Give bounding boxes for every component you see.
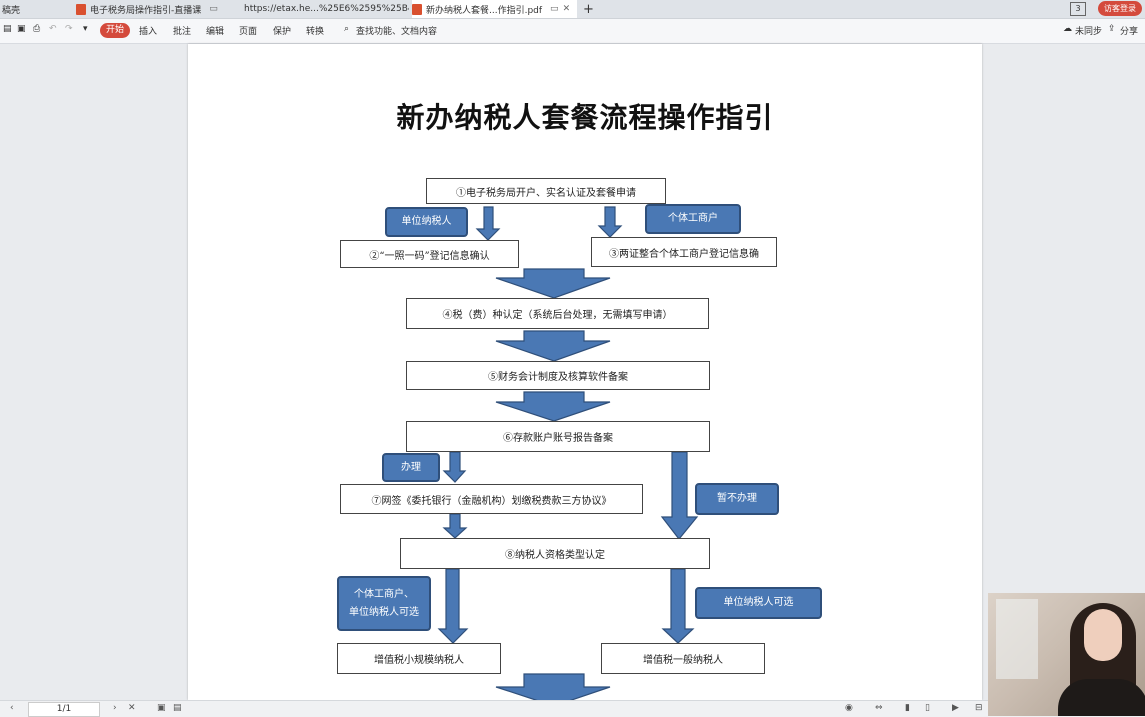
tag-individual-business: 个体工商户 <box>645 204 741 234</box>
background-window <box>996 599 1038 679</box>
arrow-big-down <box>495 268 611 299</box>
tab-guide-live[interactable]: 电子税务局操作指引-直播课 ▭ <box>76 0 226 18</box>
file-icon[interactable]: ▤ <box>3 24 12 34</box>
presenter-face <box>1084 609 1122 661</box>
search-input[interactable]: 查找功能、文档内容 <box>356 27 438 37</box>
tag-unit-taxpayer: 单位纳税人 <box>385 207 468 237</box>
tab-count-badge[interactable]: 3 <box>1070 2 1086 16</box>
step-5-box: ⑤财务会计制度及核算软件备案 <box>406 361 710 390</box>
step-6-box: ⑥存款账户账号报告备案 <box>406 421 710 452</box>
step-4-box: ④税（费）种认定（系统后台处理，无需填写申请） <box>406 298 709 329</box>
step-2-box: ②“一照一码”登记信息确认 <box>340 240 519 268</box>
page-number-input[interactable]: 1/1 <box>28 702 100 717</box>
share-button[interactable]: 分享 <box>1120 27 1139 37</box>
presenter-body <box>1058 679 1145 716</box>
tag-line: 单位纳税人可选 <box>349 606 419 618</box>
tag-optional-individual-unit: 个体工商户、 单位纳税人可选 <box>337 576 431 631</box>
arrow-down <box>660 451 699 540</box>
step-7-box: ⑦网签《委托银行（金融机构）划缴税费款三方协议》 <box>340 484 643 514</box>
step-8-box: ⑧纳税人资格类型认定 <box>400 538 710 569</box>
arrow-big-down <box>495 673 611 700</box>
visitor-login-button[interactable]: 访客登录 <box>1098 1 1142 16</box>
more-icon[interactable]: ▾ <box>83 24 88 34</box>
tab-pdf-active[interactable]: 新办纳税人套餐...作指引.pdf ▭ ✕ <box>412 0 577 18</box>
double-page-icon[interactable]: ▯ <box>925 703 930 713</box>
pin-icon[interactable]: ▭ <box>209 4 218 14</box>
tab-label: 稿壳 <box>2 5 21 16</box>
next-page-icon[interactable]: › <box>113 703 117 713</box>
tab-comment[interactable]: 批注 <box>173 27 192 37</box>
new-tab-icon[interactable]: + <box>583 1 594 17</box>
tag-not-handle: 暂不办理 <box>695 483 779 515</box>
step-1-box: ①电子税务局开户、实名认证及套餐申请 <box>426 178 666 204</box>
arrow-down <box>475 206 501 241</box>
tag-handle: 办理 <box>382 453 440 482</box>
undo-icon[interactable]: ↶ <box>49 24 57 34</box>
small-scale-taxpayer-box: 增值税小规模纳税人 <box>337 643 501 674</box>
tab-etax-url[interactable]: https://etax.he...%25E6%2595%25B4 <box>244 0 409 18</box>
arrow-down <box>442 451 467 483</box>
tag-line: 个体工商户、 <box>354 588 414 600</box>
search-icon: ⌕ <box>344 24 350 34</box>
share-icon: ⇪ <box>1108 24 1116 34</box>
tab-edit[interactable]: 编辑 <box>206 27 225 37</box>
print-icon[interactable]: ⎙ <box>33 24 41 34</box>
fit-width-icon[interactable]: ⇔ <box>875 703 883 713</box>
eye-icon[interactable]: ◉ <box>845 703 853 713</box>
page-title: 新办纳税人套餐流程操作指引 <box>396 101 774 134</box>
outline-icon[interactable]: ▤ <box>173 703 182 713</box>
arrow-down <box>597 206 623 238</box>
tab-home[interactable]: 稿壳 <box>2 0 62 18</box>
arrow-big-down <box>495 330 611 362</box>
pin-icon[interactable]: ▭ <box>550 4 559 14</box>
zoom-icon[interactable]: ⊟ <box>975 703 983 713</box>
flow-arrows <box>437 206 699 700</box>
tab-start[interactable]: 开始 <box>100 23 130 38</box>
sync-status[interactable]: 未同步 <box>1075 27 1103 37</box>
arrow-big-down <box>495 391 611 422</box>
arrow-down <box>661 568 695 644</box>
arrow-down <box>437 568 469 644</box>
general-taxpayer-box: 增值税一般纳税人 <box>601 643 765 674</box>
document-icon <box>76 3 86 15</box>
presenter-video <box>988 593 1145 716</box>
status-bar: ‹ 1/1 › ✕ ▣ ▤ ◉ ⇔ ▮ ▯ ▶ ⊟ <box>0 700 1145 717</box>
tab-page[interactable]: 页面 <box>239 27 258 37</box>
arrow-down <box>442 513 468 539</box>
tab-bar: 稿壳 电子税务局操作指引-直播课 ▭ https://etax.he...%25… <box>0 0 1145 19</box>
pdf-page: 新办纳税人套餐流程操作指引 ①电子税务局开户、实名认证及套餐申请 单位纳税 <box>188 44 982 700</box>
tab-convert[interactable]: 转换 <box>306 27 325 37</box>
sidebar-toggle-icon[interactable]: ▣ <box>157 703 166 713</box>
close-icon[interactable]: ✕ <box>562 4 571 14</box>
cloud-icon: ☁ <box>1063 24 1072 34</box>
pdf-icon <box>412 3 422 15</box>
tab-label: https://etax.he...%25E6%2595%25B4 <box>244 4 409 14</box>
last-page-icon[interactable]: ✕ <box>128 703 136 713</box>
tab-label: 新办纳税人套餐...作指引.pdf <box>426 5 543 16</box>
tab-label: 电子税务局操作指引-直播课 <box>90 5 202 16</box>
step-3-box: ③两证整合个体工商户登记信息确 <box>591 237 777 267</box>
play-icon[interactable]: ▶ <box>952 703 959 713</box>
toolbar: ▤ ▣ ⎙ ↶ ↷ ▾ 开始 插入 批注 编辑 页面 保护 转换 ⌕ 查找功能、… <box>0 19 1145 44</box>
redo-icon[interactable]: ↷ <box>65 24 73 34</box>
single-page-icon[interactable]: ▮ <box>905 703 910 713</box>
tag-unit-optional: 单位纳税人可选 <box>695 587 822 619</box>
prev-page-icon[interactable]: ‹ <box>10 703 14 713</box>
save-icon[interactable]: ▣ <box>17 24 26 34</box>
tab-protect[interactable]: 保护 <box>273 27 292 37</box>
tab-insert[interactable]: 插入 <box>139 27 158 37</box>
